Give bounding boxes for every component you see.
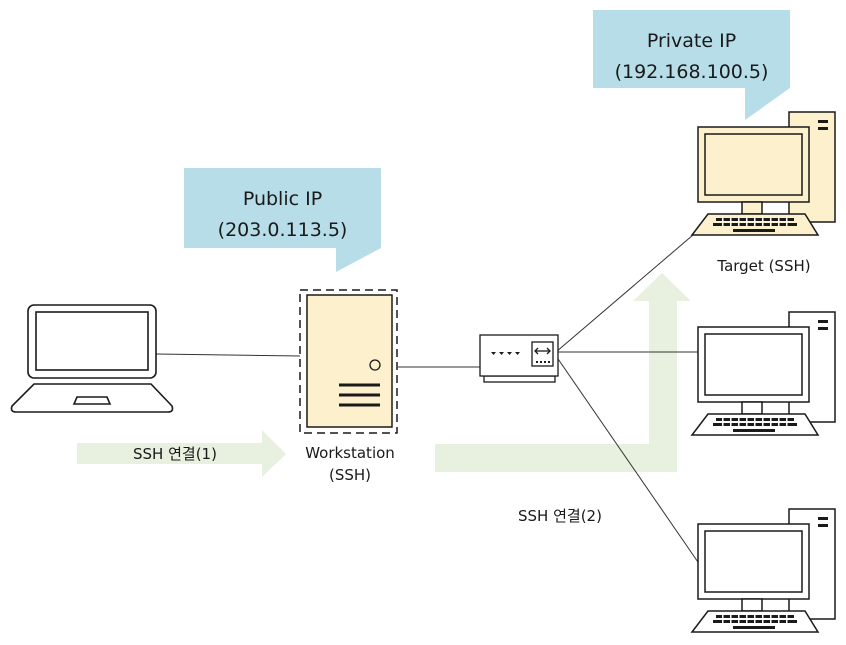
link-switch-target <box>555 228 701 353</box>
host-2-computer-icon[interactable] <box>691 311 836 436</box>
link-switch-host3 <box>555 355 701 566</box>
private-ip-callout <box>593 10 790 120</box>
target-computer-icon[interactable] <box>691 111 836 236</box>
server-icon[interactable] <box>299 289 398 434</box>
public-ip-label: Public IP (203.0.113.5) <box>184 184 381 246</box>
workstation-label: Workstation (SSH) <box>290 442 410 486</box>
public-ip-callout <box>184 168 381 272</box>
switch-icon[interactable] <box>479 334 559 383</box>
laptop-icon[interactable] <box>10 304 174 413</box>
workstation-label-name: Workstation <box>305 444 395 462</box>
ssh-connection-1-label: SSH 연결(1) <box>133 445 217 463</box>
ssh-arrow-1 <box>77 430 286 477</box>
private-ip-address: (192.168.100.5) <box>614 61 769 83</box>
ssh-connection-2-label: SSH 연결(2) <box>518 507 602 525</box>
public-ip-title: Public IP <box>242 188 323 210</box>
target-label: Target (SSH) <box>717 257 811 275</box>
host-3-computer-icon[interactable] <box>691 508 836 633</box>
private-ip-label: Private IP (192.168.100.5) <box>593 26 790 88</box>
workstation-label-protocol: (SSH) <box>328 466 372 484</box>
ssh-arrow-2 <box>435 273 691 472</box>
link-laptop-workstation <box>155 353 301 357</box>
private-ip-title: Private IP <box>646 30 737 52</box>
connection-lines <box>155 228 701 566</box>
public-ip-address: (203.0.113.5) <box>217 219 348 241</box>
